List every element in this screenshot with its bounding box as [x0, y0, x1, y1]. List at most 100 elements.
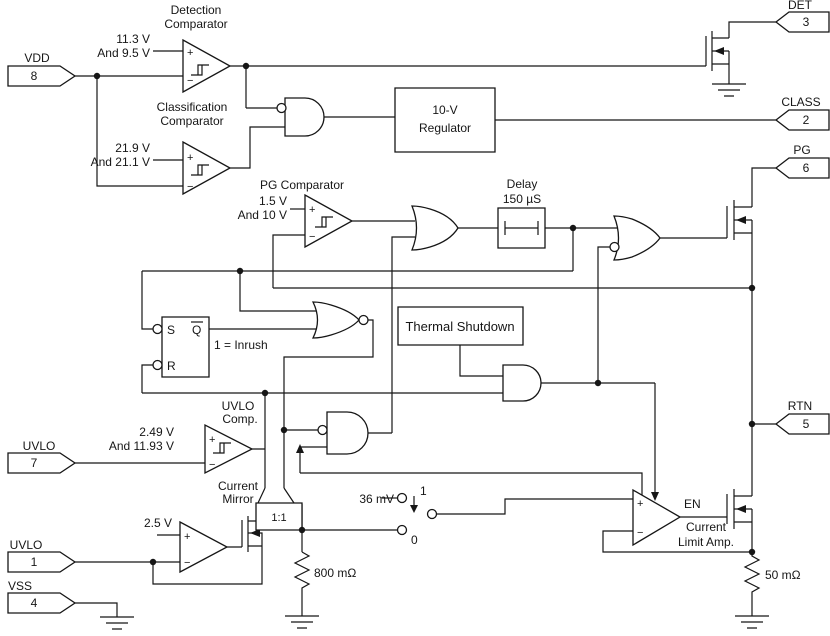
- minus-sign: −: [187, 181, 193, 193]
- wire-return-rail: [752, 233, 776, 496]
- uvlo-comparator-label: UVLO: [222, 399, 255, 413]
- rtn-pin-label: RTN: [788, 399, 812, 413]
- mirror-ratio: 1:1: [271, 512, 286, 524]
- vdd-pin-label: VDD: [24, 51, 50, 65]
- wire-vdd-net: [75, 76, 183, 186]
- pg-or-gate: [412, 206, 458, 250]
- pg-pin-number: 6: [803, 161, 810, 175]
- inrush-resistor: [295, 552, 309, 616]
- regulator-box: [395, 88, 495, 152]
- delay-label: 150 µS: [503, 192, 541, 206]
- pin-pg: [776, 158, 829, 178]
- regulator-label: Regulator: [419, 121, 471, 135]
- current-mirror-label: Mirror: [222, 492, 253, 506]
- det-mosfet-arrow: [714, 47, 724, 55]
- wire-vss-ground: [75, 603, 117, 617]
- current-mirror-label: Current: [218, 479, 259, 493]
- detection-threshold: 11.3 V: [116, 32, 150, 46]
- detection-comparator-label: Detection: [171, 3, 222, 17]
- latch-q-label: Q: [192, 323, 201, 337]
- wire-cls-output: [230, 127, 285, 168]
- det-pin-label: DET: [788, 0, 813, 12]
- wire-det-output: [230, 66, 706, 108]
- detection-threshold: And 9.5 V: [97, 46, 150, 60]
- pg-mosfet: [727, 200, 752, 240]
- pg-pin-label: PG: [793, 143, 810, 157]
- pin-class: [776, 110, 829, 130]
- class-pin-number: 2: [803, 113, 810, 127]
- wire-nor1-out: [284, 320, 373, 488]
- delay-icon: [505, 221, 538, 235]
- plus-sign: +: [184, 531, 190, 543]
- inrush-resistor-value: 800 mΩ: [314, 566, 356, 580]
- det-mosfet: [706, 22, 776, 84]
- mirror-mosfet-arrow: [250, 529, 260, 537]
- hysteresis-icon: [315, 217, 333, 227]
- minus-sign: −: [187, 75, 193, 87]
- wire-and2-out: [541, 247, 655, 497]
- wire-sense-feedback: [603, 522, 752, 552]
- current-limit-mosfet-arrow: [736, 505, 746, 513]
- classification-threshold: And 21.1 V: [91, 155, 150, 169]
- latch-s-bubble: [153, 325, 162, 334]
- pins: [8, 12, 829, 613]
- inrush-note: 1 = Inrush: [214, 338, 268, 352]
- hysteresis-icons: [191, 65, 333, 453]
- pg-drive-gate: [614, 216, 660, 260]
- junction-dots: [93, 62, 756, 566]
- pin-rtn: [776, 414, 829, 434]
- plus-sign: +: [209, 434, 215, 446]
- pg-comparator-label: PG Comparator: [260, 178, 344, 192]
- minus-sign: −: [637, 527, 643, 539]
- thermal-shutdown-box: [398, 307, 523, 345]
- minus-sign: −: [184, 557, 190, 569]
- uvlo7-pin-number: 7: [31, 456, 38, 470]
- wire-feedback-473: [300, 473, 642, 499]
- wire-pg-pin: [752, 168, 776, 207]
- current-limit-mosfet: [727, 489, 752, 529]
- vdd-pin-number: 8: [31, 69, 38, 83]
- pin-vss: [8, 593, 75, 613]
- hysteresis-icon: [213, 443, 231, 453]
- latch-s-label: S: [167, 323, 175, 337]
- sr-latch: [153, 317, 209, 377]
- pg-mosfet-arrow: [736, 216, 746, 224]
- latch-r-label: R: [167, 359, 176, 373]
- enable-and-gate: [503, 365, 541, 401]
- detection-comparator-label: Comparator: [164, 17, 227, 31]
- latch-r-bubble: [153, 361, 162, 370]
- sense-resistor-value: 50 mΩ: [765, 568, 801, 582]
- pin-uvlo7: [8, 453, 75, 473]
- class-enable-gate-bubble: [277, 104, 286, 113]
- pg-threshold: 1.5 V: [259, 194, 287, 208]
- vss-pin-number: 4: [31, 596, 38, 610]
- minus-sign: −: [309, 231, 315, 243]
- switch-terminal-1: [398, 494, 407, 503]
- mirror-mosfet: [227, 516, 260, 552]
- wire-or1-bottom: [392, 237, 415, 433]
- detection-comparator: [183, 40, 230, 92]
- pin-vdd: [8, 66, 75, 86]
- uvlo-threshold: And 11.93 V: [109, 439, 174, 453]
- pg-threshold: And 10 V: [238, 208, 287, 222]
- current-mirror-symbol: [256, 488, 302, 530]
- inrush-sense-arrow-head: [296, 444, 304, 453]
- plus-sign: +: [637, 498, 643, 510]
- classification-comparator: [183, 142, 230, 194]
- enable-arrow-head: [651, 492, 659, 501]
- ground-sense: [735, 616, 769, 628]
- wire-delay-out: [545, 228, 618, 271]
- inrush-and-gate-bubble: [318, 426, 327, 435]
- pg-comparator: [305, 195, 352, 247]
- ref-2v5: 2.5 V: [144, 516, 172, 530]
- classification-comparator-label: Comparator: [160, 114, 223, 128]
- uvlo-comparator: [205, 425, 252, 473]
- plus-sign: +: [309, 204, 315, 216]
- mirror-opamp: [180, 522, 227, 572]
- class-pin-label: CLASS: [781, 95, 820, 109]
- pg-drive-gate-bubble: [610, 243, 619, 252]
- det-pin-number: 3: [803, 15, 810, 29]
- wire-thermal-drop: [460, 345, 503, 376]
